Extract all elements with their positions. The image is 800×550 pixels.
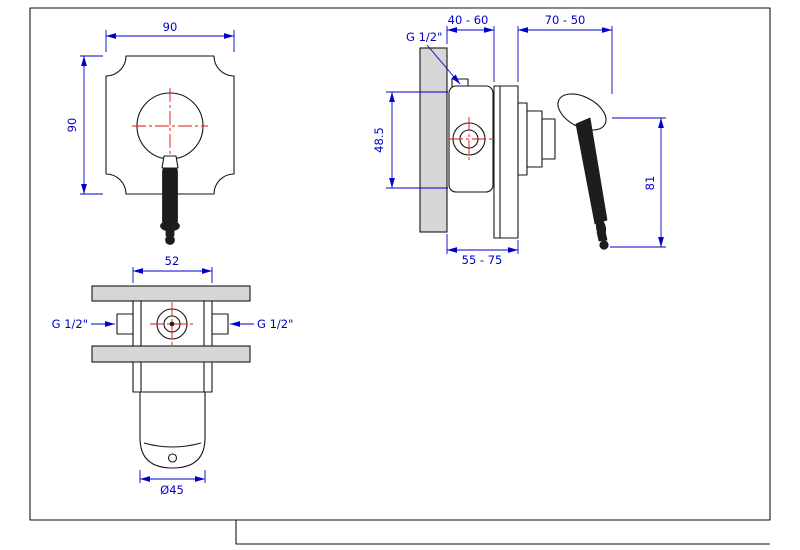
left-port <box>116 313 134 335</box>
lever-length-dim-text: 81 <box>643 176 657 191</box>
plate-section-upper <box>91 285 251 302</box>
body-width-dimension: 52 <box>132 254 213 283</box>
front-view: 90 90 <box>65 20 235 245</box>
center-height-dimension: 48.5 <box>372 91 448 189</box>
wall-section <box>419 47 448 233</box>
protrusion-dimension: 70 - 50 <box>517 13 613 94</box>
lever-end-view <box>139 391 206 469</box>
center-height-dim-text: 48.5 <box>372 127 386 153</box>
front-centerlines <box>132 88 208 164</box>
bottom-view: 52 G 1/2" G 1/2" Ø45 <box>52 254 294 497</box>
right-port <box>211 313 229 335</box>
lever-front <box>160 155 180 245</box>
left-port-callout: G 1/2" <box>52 317 115 331</box>
front-width-dimension: 90 <box>105 20 235 52</box>
lever-side <box>557 93 609 250</box>
front-height-dimension: 90 <box>65 55 103 195</box>
side-centerlines <box>449 117 493 161</box>
rosette-circle <box>136 92 204 160</box>
body-width-dim-text: 52 <box>165 254 180 268</box>
lever-diameter-dimension: Ø45 <box>139 470 206 497</box>
front-height-dim-text: 90 <box>65 118 79 133</box>
escutcheon-plate-side <box>493 85 519 239</box>
plate-section-lower <box>91 345 251 363</box>
body-below-plate <box>132 361 213 393</box>
lever-length-dimension: 81 <box>610 117 666 248</box>
drawing-border <box>29 7 771 545</box>
left-port-label-text: G 1/2" <box>52 317 88 331</box>
recess-depth-dimension: 40 - 60 <box>446 13 495 82</box>
plate-depth-dim-text: 55 - 75 <box>462 253 503 267</box>
inlet-thread-label-text: G 1/2" <box>406 30 442 44</box>
inlet-thread-callout: G 1/2" <box>406 30 461 85</box>
right-port-callout: G 1/2" <box>230 317 293 331</box>
lever-diameter-dim-text: Ø45 <box>160 483 184 497</box>
plate-depth-dimension: 55 - 75 <box>446 234 519 267</box>
protrusion-dim-text: 70 - 50 <box>545 13 586 27</box>
cartridge-steps <box>517 102 556 176</box>
bottom-centerlines <box>150 302 194 346</box>
front-width-dim-text: 90 <box>163 20 178 34</box>
side-view: 40 - 60 70 - 50 G 1/2" 48.5 55 - 75 <box>372 13 666 267</box>
right-port-label-text: G 1/2" <box>257 317 293 331</box>
recess-depth-dim-text: 40 - 60 <box>448 13 489 27</box>
